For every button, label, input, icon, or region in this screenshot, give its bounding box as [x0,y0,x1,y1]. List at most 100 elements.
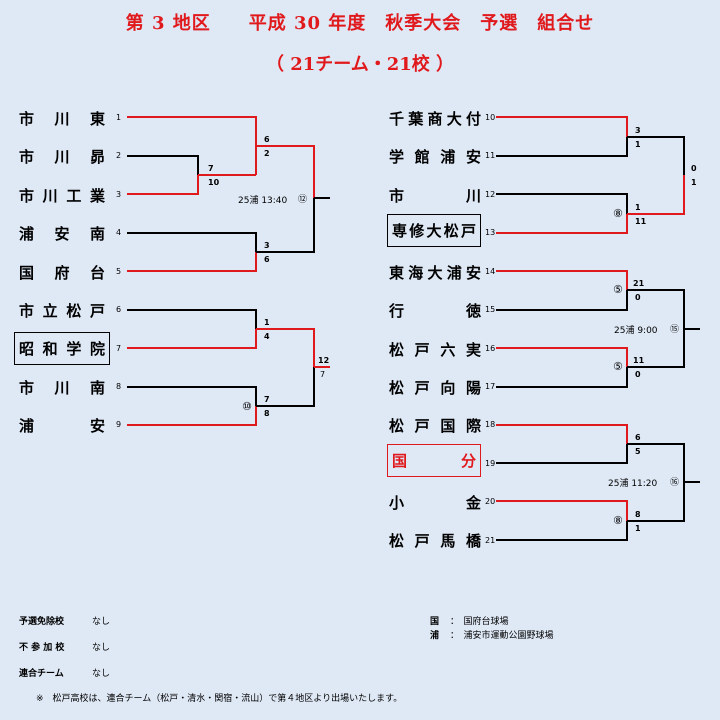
venue-value: ： 国府台球場 [450,617,509,627]
score: 2 [264,149,270,158]
line-11 [496,137,628,157]
seed-1: 1 [116,113,122,122]
seed-2: 2 [116,151,122,160]
seed-8: 8 [116,382,122,391]
score: 0 [635,293,641,302]
line-3 [127,175,199,195]
line-18 [496,424,628,444]
score: 1 [691,178,697,187]
score: 6 [635,433,641,442]
venue-value: ： 浦安市運動公園野球場 [450,631,554,641]
seed-15: 15 [485,305,496,314]
game-number: ⑫ [298,195,308,205]
line-12 [496,193,628,214]
venue-key: 浦 [430,631,440,641]
line-14 [496,270,628,290]
team-16: 松戸六実 [389,341,481,359]
score: 11 [633,356,645,365]
line-w45 [256,198,315,253]
game-time: 25浦 13:40 [238,196,288,206]
joint-label: 連合チーム [19,669,64,679]
exempt-value: なし [92,617,111,627]
team-18: 松戸国際 [389,417,481,435]
line-15 [496,290,628,311]
score: 0 [635,370,641,379]
seed-3: 3 [116,190,122,199]
line-w1011 [627,136,685,175]
line-10 [496,116,628,137]
score: 4 [264,332,270,341]
team-11: 学館浦安 [389,148,481,166]
seed-13: 13 [485,228,496,237]
seed-14: 14 [485,267,496,276]
score: 7 [264,395,270,404]
team-10: 千葉商大付 [389,110,481,128]
team-6: 市立松戸 [19,302,105,320]
seed-21: 21 [485,536,496,545]
game-time: 25浦 11:20 [608,479,658,489]
line-w89 [256,367,315,407]
game-number: ⑯ [670,478,680,488]
game-number: ⑤ [613,283,623,296]
seed-6: 6 [116,305,122,314]
team-3: 市川工業 [19,187,105,205]
score: 3 [264,241,270,250]
team-21: 松戸馬橋 [389,532,481,550]
score: 8 [264,409,270,418]
score: 7 [320,370,326,379]
game-time: 25浦 9:00 [614,326,658,336]
seed-19: 19 [485,459,496,468]
score: 1 [264,318,270,327]
team-2: 市川昴 [19,148,105,166]
venue-key: 国 [430,617,440,627]
page-title: 第 3 地区 平成 30 年度 秋季大会 予選 組合せ [125,13,595,34]
score: 1 [635,140,641,149]
line-1 [127,116,257,146]
game-number: ⑧ [613,514,623,527]
team-17: 松戸向陽 [389,379,481,397]
score: 7 [208,164,214,173]
line-16 [496,347,628,367]
score: 0 [691,164,697,173]
remark: ※ 松戸高校は、連合チーム（松戸・清水・関宿・流山）で第４地区より出場いたします… [36,694,403,704]
score: 11 [635,217,647,226]
score: 10 [208,178,220,187]
team-20: 小金 [389,494,481,512]
line-2 [127,155,199,175]
team-15: 行徳 [389,302,481,320]
team-12: 市川 [389,187,481,205]
team-1: 市川東 [19,110,105,128]
score: 12 [318,356,330,365]
line-w67 [256,328,315,367]
line-w1213 [627,175,685,215]
seed-4: 4 [116,228,122,237]
line-w1819 [627,443,685,482]
line-4 [127,232,257,252]
line-6 [127,309,257,329]
line-w1 [256,145,315,198]
game-number: ⑧ [613,207,623,220]
score: 1 [635,203,641,212]
score: 6 [264,135,270,144]
seed-11: 11 [485,151,496,160]
team-19: 国分 [387,444,481,477]
team-8: 市川南 [19,379,105,397]
seed-16: 16 [485,344,496,353]
seed-5: 5 [116,267,122,276]
line-9 [127,406,257,426]
team-9: 浦安 [19,417,105,435]
line-w1617 [627,329,685,368]
seed-20: 20 [485,497,496,506]
team-4: 浦安南 [19,225,105,243]
seed-17: 17 [485,382,496,391]
seed-18: 18 [485,420,496,429]
game-number: ⑮ [670,325,680,335]
line-20 [496,500,628,521]
page-subtitle: （ 21チーム・21校 ） [265,54,455,75]
line-21 [496,521,628,541]
exempt-label: 予選免除校 [19,617,65,627]
seed-10: 10 [485,113,496,122]
line-17 [496,367,628,388]
score: 1 [635,524,641,533]
